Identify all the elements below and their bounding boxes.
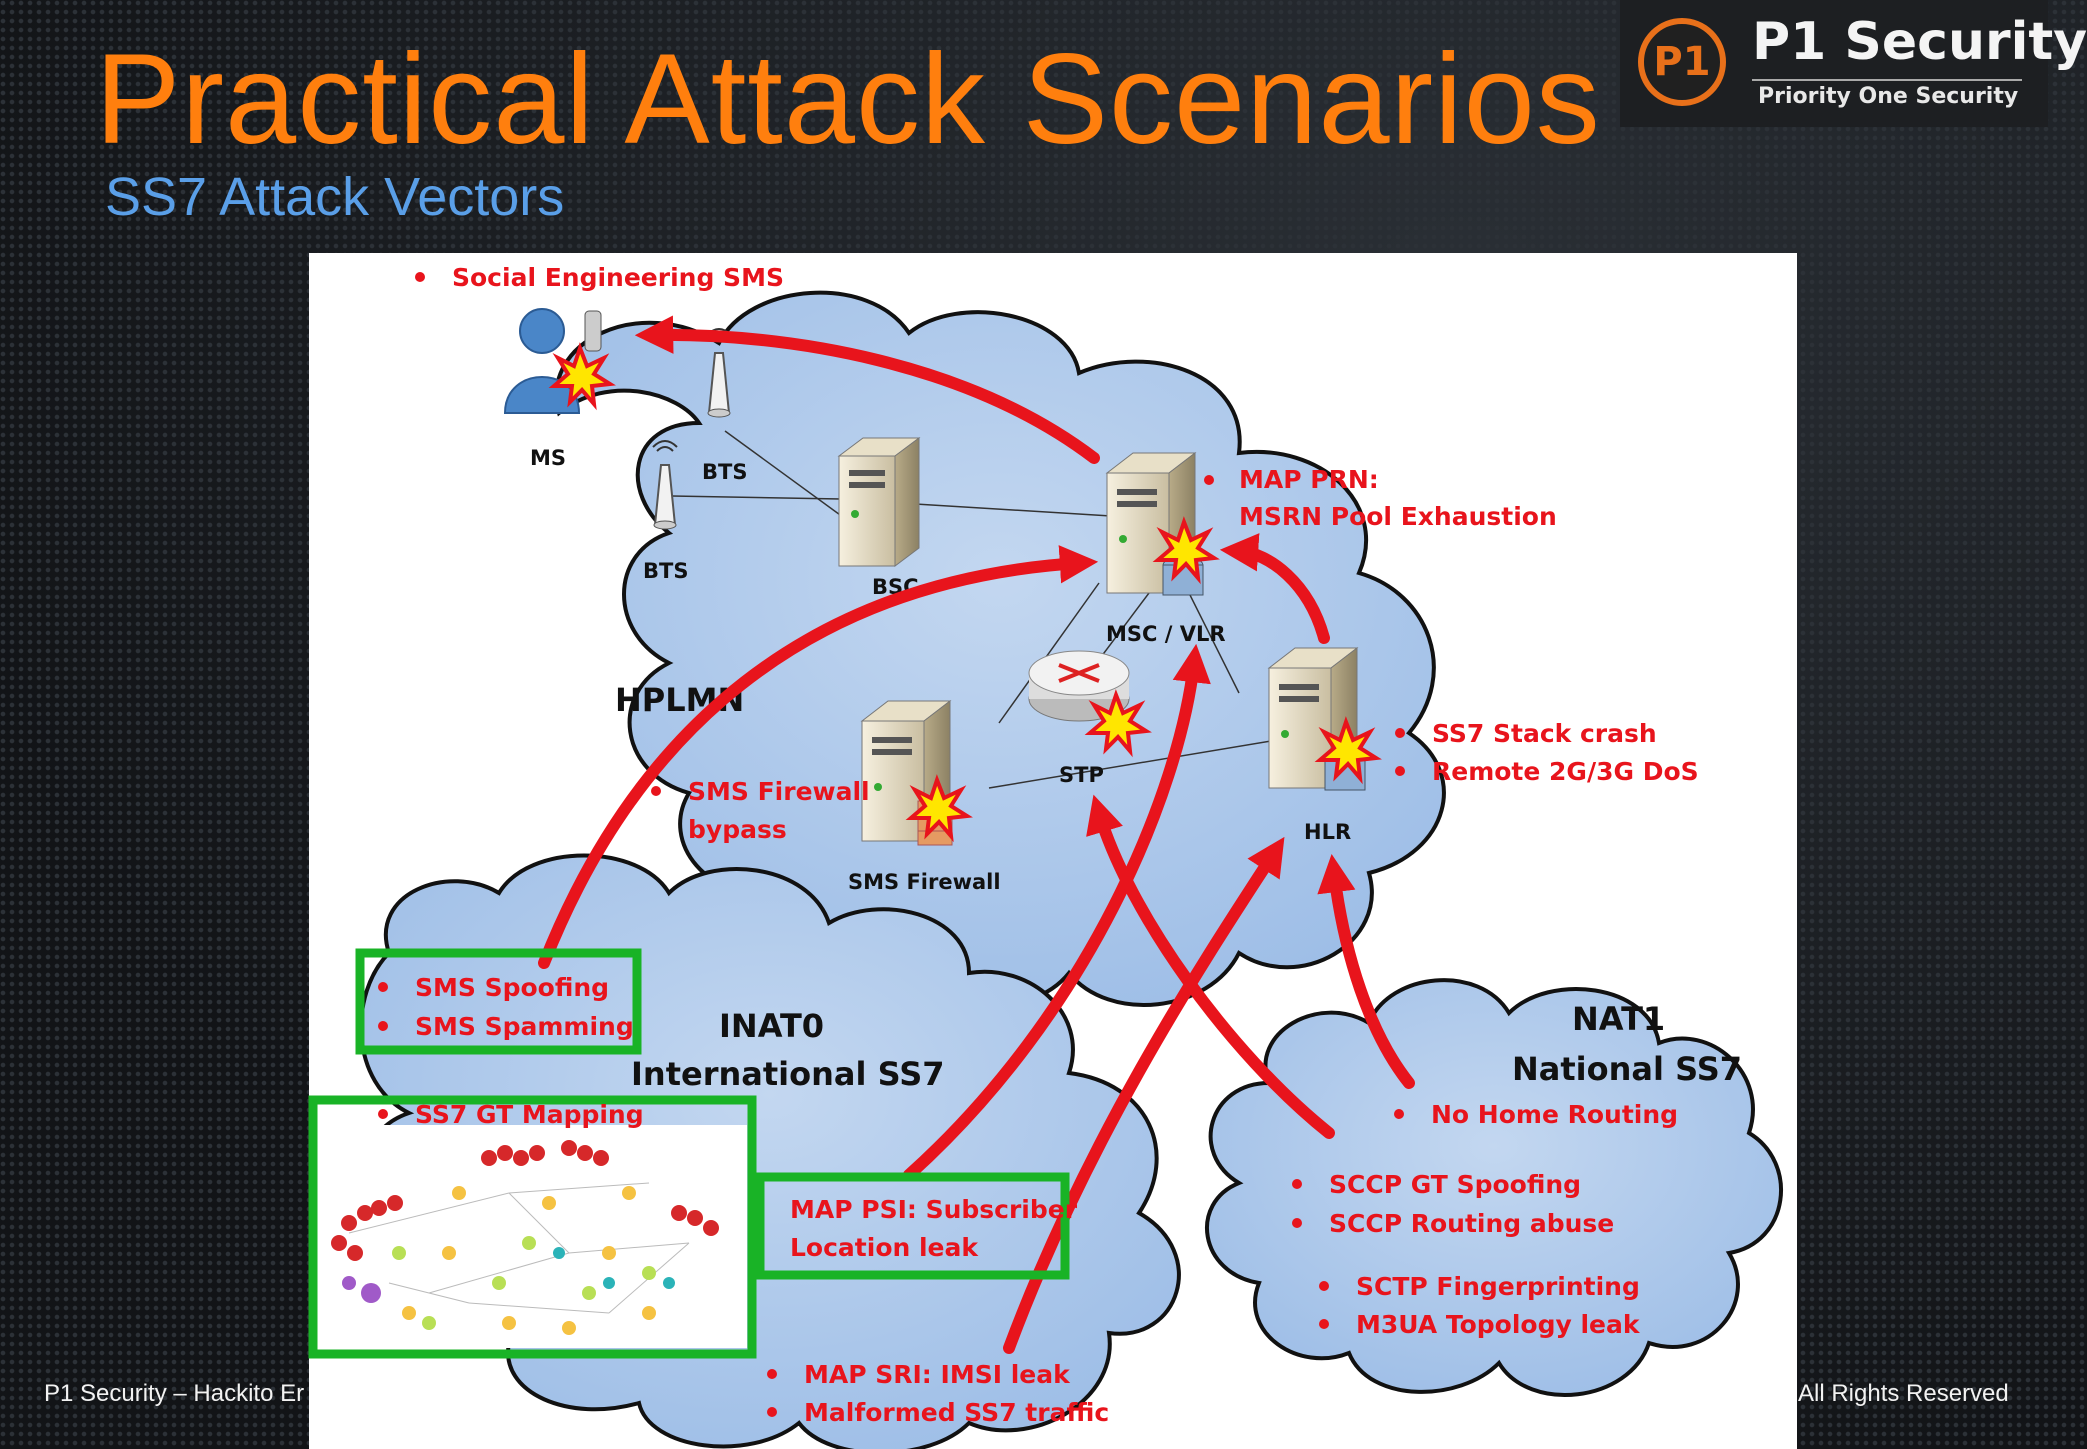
arrow-map-prn: [1219, 533, 1330, 644]
bullet-icon: [1395, 766, 1405, 776]
attack-sms-spoofing: SMS Spoofing: [415, 973, 609, 1002]
network-links: [671, 430, 1320, 789]
bullet-icon: [1204, 475, 1214, 485]
nat1-label: NAT1: [1572, 1000, 1665, 1038]
nat1-cloud: [1204, 978, 1783, 1397]
logo-tagline: Priority One Security: [1758, 84, 2019, 109]
attack-sms-firewall-bypass: SMS Firewall: [688, 777, 870, 806]
attack-sms-spamming: SMS Spamming: [415, 1012, 634, 1041]
bullet-icon: [378, 1109, 388, 1119]
bullet-icon: [1394, 1109, 1404, 1119]
attack-sms-firewall-bypass-detail: bypass: [688, 815, 787, 844]
attack-social-engineering-sms: Social Engineering SMS: [452, 263, 784, 292]
slide-title: Practical Attack Scenarios: [95, 28, 1601, 171]
attack-map-sri: MAP SRI: IMSI leak: [804, 1360, 1071, 1389]
inat0-label: INAT0: [719, 1007, 824, 1045]
bullet-icon: [767, 1407, 777, 1417]
bullet-icon: [1292, 1218, 1302, 1228]
attack-no-home-routing: No Home Routing: [1431, 1100, 1678, 1129]
attack-m3ua-topology-leak: M3UA Topology leak: [1356, 1310, 1641, 1339]
attack-sctp-fingerprinting: SCTP Fingerprinting: [1356, 1272, 1640, 1301]
arrow-map-psi: [903, 643, 1211, 1181]
explosion-icon: [1152, 516, 1220, 585]
highlight-sms-spoofing-box: [355, 948, 642, 1055]
explosion-icon: [548, 342, 616, 411]
p1-security-logo: P1 P1 Security Priority One Security: [1620, 0, 2087, 127]
attack-malformed-traffic: Malformed SS7 traffic: [804, 1398, 1109, 1427]
explosion-icon: [905, 774, 973, 843]
attack-map-prn: MAP PRN:: [1239, 465, 1379, 494]
ms-label: MS: [530, 446, 566, 470]
bullet-icon: [378, 982, 388, 992]
arrow-sms-spoofing: [538, 545, 1099, 969]
bts-tower-icon: [706, 328, 732, 418]
attack-arrows: [538, 315, 1415, 1354]
logo-name: P1 Security: [1752, 12, 2087, 72]
attack-ss7-stack-crash: SS7 Stack crash: [1432, 719, 1657, 748]
sms-firewall-label: SMS Firewall: [848, 870, 1001, 894]
slide-subtitle: SS7 Attack Vectors: [105, 167, 565, 227]
logo-divider: [1752, 79, 2022, 81]
attack-map-psi-detail: Location leak: [790, 1233, 979, 1262]
explosion-icon: [1084, 689, 1152, 758]
bts-label: BTS: [702, 460, 747, 484]
bullet-icon: [1319, 1319, 1329, 1329]
bullet-icon: [651, 786, 661, 796]
bts-tower-icon: [652, 440, 678, 530]
explosion-icon: [1314, 716, 1382, 785]
logo-badge-icon: P1: [1638, 18, 1726, 106]
arrow-map-sri: [1003, 836, 1285, 1354]
attack-sccp-routing-abuse: SCCP Routing abuse: [1329, 1209, 1614, 1238]
attack-ss7-gt-mapping: SS7 GT Mapping: [415, 1100, 644, 1129]
bullet-icon: [767, 1369, 777, 1379]
bullet-icon: [1395, 728, 1405, 738]
highlight-map-psi-box: [755, 1172, 1070, 1280]
msc-vlr-label: MSC / VLR: [1106, 622, 1226, 646]
arrow-no-home-routing: [1317, 853, 1415, 1089]
attack-remote-dos: Remote 2G/3G DoS: [1432, 757, 1699, 786]
bsc-server-icon: [837, 437, 921, 567]
attack-map-psi: MAP PSI: Subscriber: [790, 1195, 1078, 1224]
ss7-attack-diagram: HPLMN INAT0 International SS7 NAT1 Natio…: [308, 253, 1797, 1449]
attack-map-prn-detail: MSRN Pool Exhaustion: [1239, 502, 1557, 531]
highlight-gt-mapping-box: [308, 1095, 757, 1359]
bullet-icon: [1319, 1281, 1329, 1291]
bullet-icon: [1292, 1179, 1302, 1189]
inat0-sublabel: International SS7: [631, 1055, 945, 1093]
bullet-icon: [378, 1021, 388, 1031]
bullet-icon: [415, 272, 425, 282]
attack-sccp-gt-spoofing: SCCP GT Spoofing: [1329, 1170, 1581, 1199]
nat1-sublabel: National SS7: [1512, 1050, 1742, 1088]
hlr-label: HLR: [1304, 820, 1351, 844]
mobile-subscriber-icon: [503, 308, 602, 414]
footer-left: P1 Security – Hackito Er: [44, 1380, 305, 1407]
msc-vlr-server-icon: [1105, 451, 1204, 596]
bts-label: BTS: [643, 559, 688, 583]
gt-mapping-graph-thumbnail: [313, 1125, 747, 1348]
stp-label: STP: [1059, 763, 1104, 787]
arrow-social-engineering: [634, 315, 1100, 464]
footer-right: All Rights Reserved: [1798, 1380, 2009, 1407]
